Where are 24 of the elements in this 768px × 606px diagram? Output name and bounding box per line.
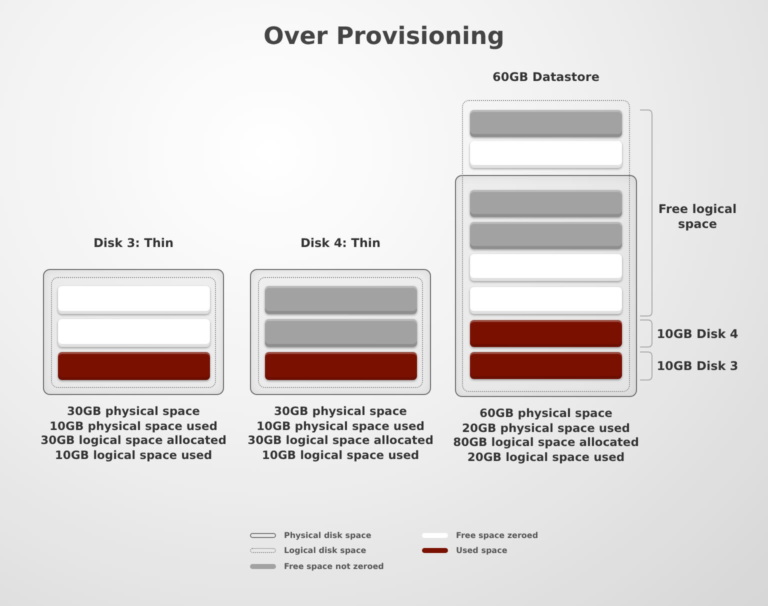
disk-heading: Disk 4: Thin [299, 236, 382, 250]
disk-caption: 10GB logical space used [54, 448, 212, 462]
disk-caption: 80GB logical space allocated [453, 435, 639, 450]
title: Over Provisioning [262, 22, 506, 50]
disk-caption: 60GB physical space [480, 406, 612, 420]
legend-label: Free space zeroed [456, 531, 538, 540]
bracket-label: Free logical space [657, 202, 738, 232]
disk-caption: 30GB logical space allocated [248, 433, 434, 448]
disk-caption: 10GB physical space used [256, 418, 424, 433]
legend-label: Used space [456, 546, 508, 555]
disk-caption: 20GB physical space used [462, 420, 630, 435]
legend-label: Free space not zeroed [284, 562, 384, 571]
disk-caption: 10GB physical space used [50, 418, 218, 433]
legend-label: Physical disk space [284, 531, 372, 540]
disk-caption: 30GB logical space allocated [40, 433, 226, 448]
disk-caption: 20GB logical space used [467, 450, 625, 464]
bracket-label: 10GB Disk 3 [656, 359, 740, 374]
disk-caption: 10GB logical space used [262, 448, 420, 462]
disk-heading: Disk 3: Thin [92, 236, 175, 250]
legend-label: Logical disk space [284, 546, 366, 555]
disk-heading: 60GB Datastore [492, 70, 600, 84]
bracket-label: 10GB Disk 4 [656, 327, 740, 342]
disk-caption: 30GB physical space [274, 404, 407, 418]
disk-caption: 30GB physical space [67, 404, 200, 418]
